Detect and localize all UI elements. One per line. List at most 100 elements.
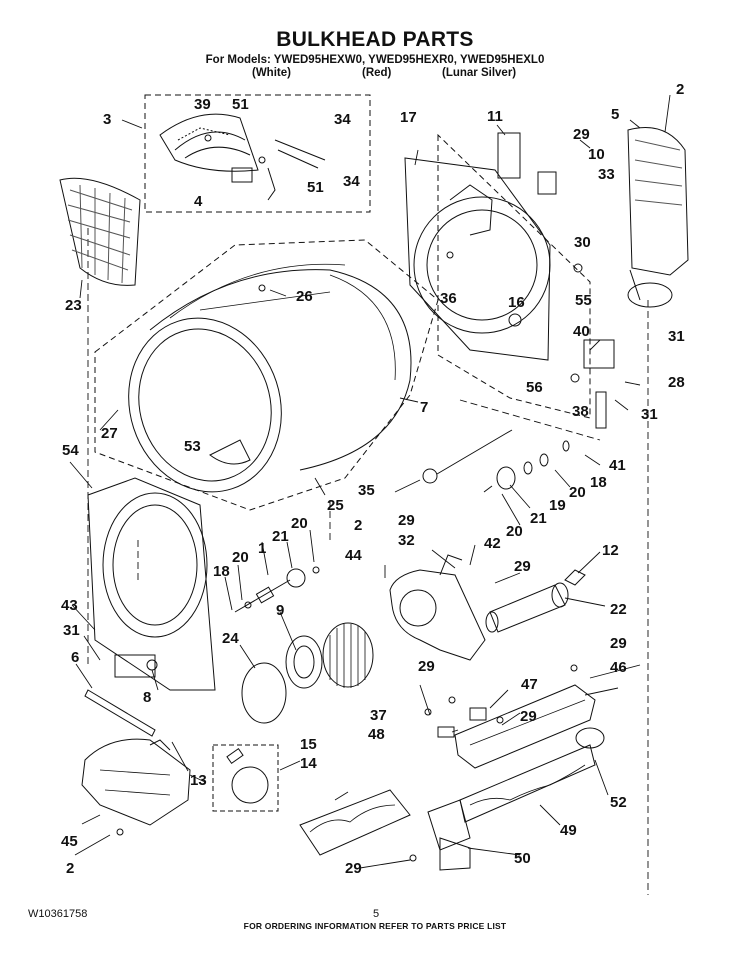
callout-1: 1: [258, 540, 266, 557]
callout-18-b: 18: [213, 563, 230, 580]
callout-5: 5: [611, 106, 619, 123]
top-duct-group-box: [144, 94, 371, 213]
callout-19: 19: [549, 497, 566, 514]
callout-labels: 3 39 51 34 51 34 4 17 11 29 10 33 5 2 23…: [61, 81, 685, 877]
callout-52: 52: [610, 794, 627, 811]
callout-10: 10: [588, 146, 605, 163]
model-colors: (White) (Red) (Lunar Silver): [0, 67, 750, 80]
front-bulkhead: [87, 477, 216, 691]
callout-29-g: 29: [345, 860, 362, 877]
gasket-kit-box: [212, 744, 279, 812]
exhaust-duct: [485, 569, 586, 633]
callout-43: 43: [61, 597, 78, 614]
heater-bracket: [409, 799, 471, 871]
callout-50: 50: [514, 850, 531, 867]
callout-47: 47: [521, 676, 538, 693]
callout-34: 34: [334, 111, 351, 128]
blower-housing: [389, 554, 486, 661]
callout-31-b: 31: [641, 406, 658, 423]
callout-8: 8: [143, 689, 151, 706]
callout-54: 54: [62, 442, 79, 459]
callout-45: 45: [61, 833, 78, 850]
callout-31: 31: [668, 328, 685, 345]
roller-axle: [234, 566, 320, 613]
ordering-note: FOR ORDERING INFORMATION REFER TO PARTS …: [243, 921, 507, 931]
callout-39: 39: [194, 96, 211, 113]
callout-27: 27: [101, 425, 118, 442]
callout-13: 13: [190, 772, 207, 789]
callout-14: 14: [300, 755, 317, 772]
callout-46: 46: [610, 659, 627, 676]
callout-29-f: 29: [520, 708, 537, 725]
color-red: (Red): [362, 67, 392, 79]
callout-25: 25: [327, 497, 344, 514]
heater-housing: [627, 127, 689, 308]
callout-29-c: 29: [514, 558, 531, 575]
callout-20-b: 20: [506, 523, 523, 540]
callout-29: 29: [573, 126, 590, 143]
bulkhead-group-outline: [437, 133, 591, 419]
callout-34-b: 34: [343, 173, 360, 190]
callout-32: 32: [398, 532, 415, 549]
callout-29-d: 29: [610, 635, 627, 652]
callout-6: 6: [71, 649, 79, 666]
gasket-kit: [226, 748, 269, 804]
callout-15: 15: [300, 736, 317, 753]
drum-group-outline: [94, 239, 439, 511]
callout-2-b: 2: [354, 517, 362, 534]
color-white: (White): [252, 67, 291, 79]
color-silver: (Lunar Silver): [442, 67, 517, 79]
model-list: For Models: YWED95HEXW0, YWED95HEXR0, YW…: [0, 54, 750, 80]
heater-element: [459, 744, 596, 823]
top-duct-assembly: [159, 113, 326, 201]
heater-tray: [454, 664, 605, 769]
front-air-duct: [81, 738, 191, 836]
callout-7: 7: [420, 399, 428, 416]
sensor-chain: [422, 429, 570, 493]
callout-23: 23: [65, 297, 82, 314]
callout-36: 36: [440, 290, 457, 307]
callout-28: 28: [668, 374, 685, 391]
burner-element: [299, 789, 411, 856]
callout-11: 11: [487, 108, 503, 125]
callout-51: 51: [232, 96, 249, 113]
callout-42: 42: [484, 535, 501, 552]
drum: [128, 263, 412, 493]
callout-31-c: 31: [63, 622, 80, 639]
lint-screen: [59, 177, 141, 286]
callout-41: 41: [609, 457, 626, 474]
callout-12: 12: [602, 542, 619, 559]
callout-20-c: 20: [291, 515, 308, 532]
callout-22: 22: [610, 601, 627, 618]
callout-20-d: 20: [232, 549, 249, 566]
callout-leaders: [69, 94, 671, 869]
callout-4: 4: [194, 193, 203, 210]
page-number: 5: [373, 908, 380, 920]
callout-24: 24: [222, 630, 239, 647]
page-title: BULKHEAD PARTS: [276, 28, 474, 51]
callout-35: 35: [358, 482, 375, 499]
callout-21: 21: [530, 510, 547, 527]
callout-51-b: 51: [307, 179, 324, 196]
callout-17: 17: [400, 109, 417, 126]
callout-53: 53: [184, 438, 201, 455]
callout-2-c: 2: [66, 860, 74, 877]
callout-38: 38: [572, 403, 589, 420]
callout-49: 49: [560, 822, 577, 839]
callout-48: 48: [368, 726, 385, 743]
door-strip: [84, 689, 171, 751]
callout-44: 44: [345, 547, 362, 564]
callout-40: 40: [573, 323, 590, 340]
document-number: W10361758: [28, 908, 88, 920]
callout-26: 26: [296, 288, 313, 305]
callout-2: 2: [676, 81, 684, 98]
callout-20: 20: [569, 484, 586, 501]
callout-21-b: 21: [272, 528, 289, 545]
models-line: For Models: YWED95HEXW0, YWED95HEXR0, YW…: [205, 54, 545, 66]
leader-lines: [87, 228, 649, 895]
callout-55: 55: [575, 292, 592, 309]
callout-29-b: 29: [398, 512, 415, 529]
callout-37: 37: [370, 707, 387, 724]
callout-30: 30: [574, 234, 591, 251]
